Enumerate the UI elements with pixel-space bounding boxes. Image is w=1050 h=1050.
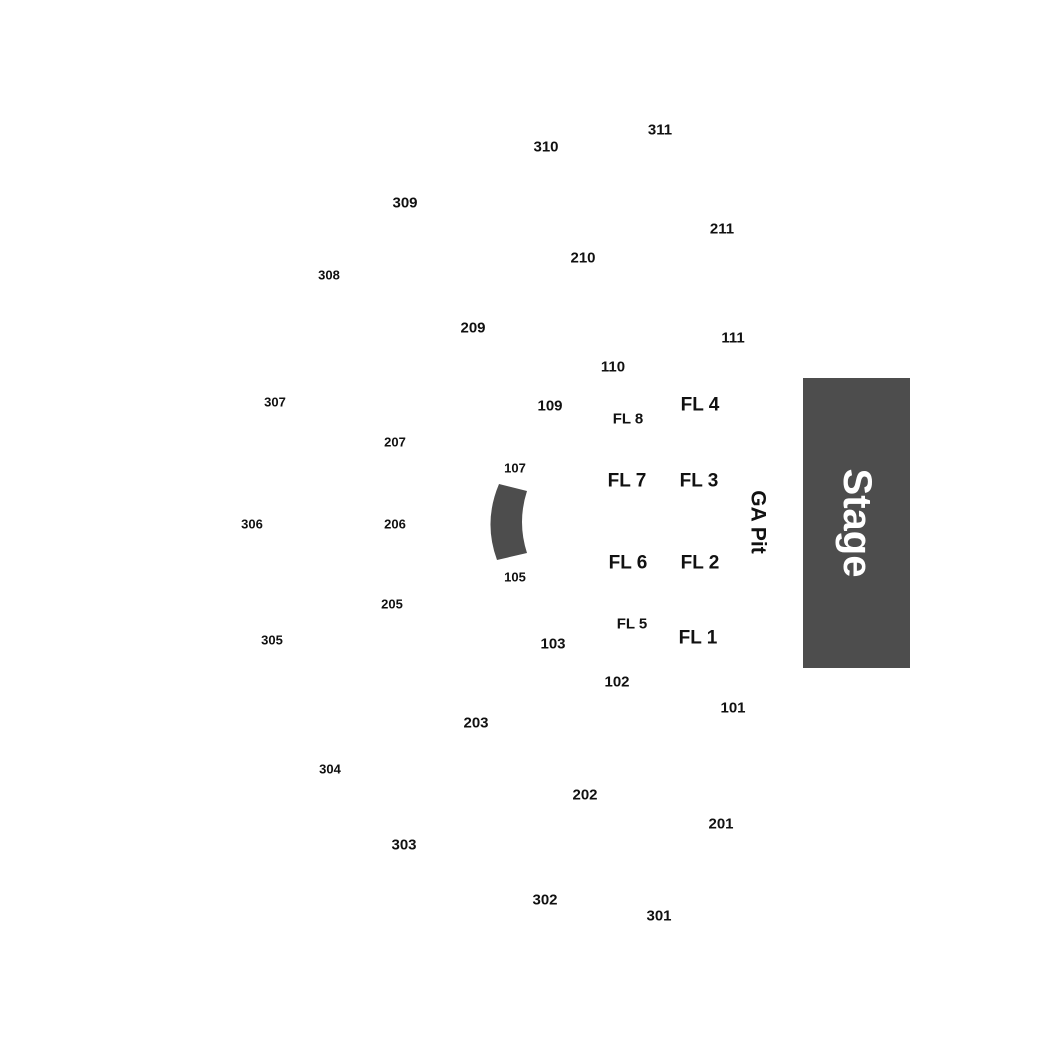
- section-fl-4[interactable]: FL 4: [680, 394, 720, 416]
- section-fl-1[interactable]: FL 1: [678, 627, 718, 649]
- sound-booth-shape: [490, 484, 527, 560]
- section-209[interactable]: 209: [460, 319, 486, 337]
- section-211[interactable]: 211: [709, 220, 735, 238]
- section-311[interactable]: 311: [647, 121, 673, 139]
- section-302[interactable]: 302: [532, 891, 558, 909]
- section-310[interactable]: 310: [533, 138, 559, 156]
- section-107[interactable]: 107: [504, 460, 526, 476]
- section-203[interactable]: 203: [463, 714, 489, 732]
- section-308[interactable]: 308: [318, 267, 340, 283]
- section-201[interactable]: 201: [708, 815, 734, 833]
- section-fl-6[interactable]: FL 6: [608, 552, 648, 574]
- section-210[interactable]: 210: [570, 249, 596, 267]
- section-111[interactable]: 111: [721, 329, 745, 347]
- section-101[interactable]: 101: [720, 699, 746, 717]
- section-fl-5[interactable]: FL 5: [616, 615, 648, 633]
- section-306[interactable]: 306: [241, 516, 263, 532]
- section-fl-3[interactable]: FL 3: [679, 470, 719, 492]
- section-fl-2[interactable]: FL 2: [680, 552, 720, 574]
- section-309[interactable]: 309: [392, 194, 418, 212]
- stage-label: Stage: [834, 468, 879, 578]
- section-205[interactable]: 205: [381, 596, 403, 612]
- section-ga-pit[interactable]: GA Pit: [746, 490, 770, 554]
- section-110[interactable]: 110: [600, 358, 626, 376]
- section-fl-8[interactable]: FL 8: [612, 410, 644, 428]
- section-206[interactable]: 206: [384, 516, 406, 532]
- section-307[interactable]: 307: [264, 394, 286, 410]
- stage: Stage: [803, 378, 910, 668]
- section-207[interactable]: 207: [384, 434, 406, 450]
- section-304[interactable]: 304: [319, 761, 341, 777]
- section-102[interactable]: 102: [604, 673, 630, 691]
- section-301[interactable]: 301: [646, 907, 672, 925]
- section-202[interactable]: 202: [572, 786, 598, 804]
- section-109[interactable]: 109: [537, 397, 563, 415]
- section-305[interactable]: 305: [261, 632, 283, 648]
- section-105[interactable]: 105: [504, 569, 526, 585]
- section-303[interactable]: 303: [391, 836, 417, 854]
- section-fl-7[interactable]: FL 7: [607, 470, 647, 492]
- section-103[interactable]: 103: [540, 635, 566, 653]
